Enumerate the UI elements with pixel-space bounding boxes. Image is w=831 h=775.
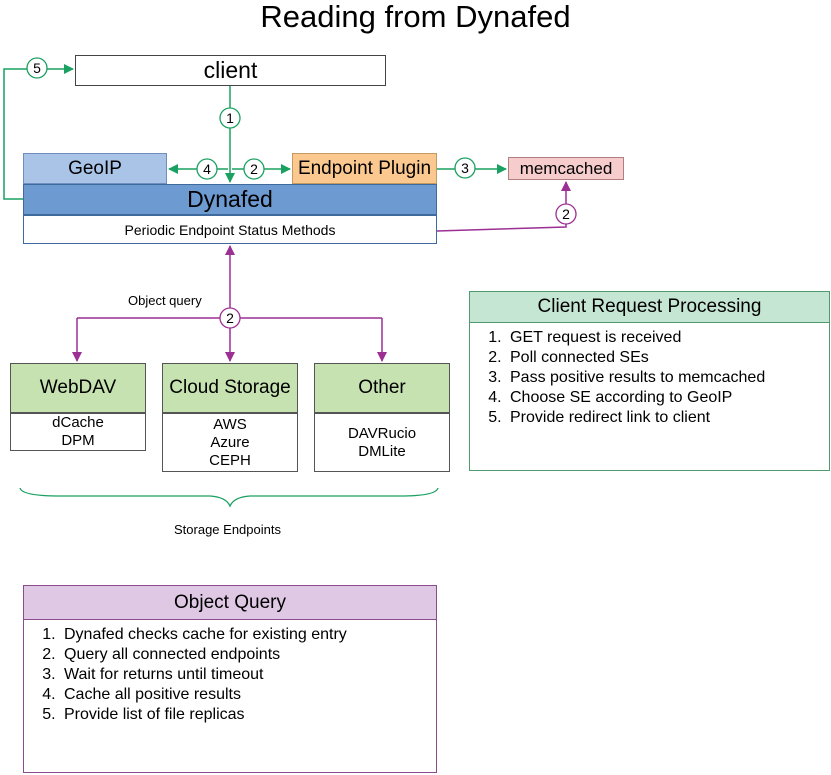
svg-text:4: 4: [203, 161, 211, 177]
crp-step: Poll connected SEs: [506, 348, 829, 368]
memcached-box: memcached: [508, 157, 624, 180]
badge-dynafed-client: 5: [26, 57, 48, 79]
crp-step: GET request is received: [506, 328, 829, 348]
oq-step: Cache all positive results: [60, 685, 436, 705]
cloud-storage-items: AWS Azure CEPH: [162, 413, 298, 472]
page-title: Reading from Dynafed: [260, 0, 571, 34]
cloud-item: AWS: [213, 415, 247, 433]
client-box: client: [75, 55, 386, 86]
other-item: DMLite: [358, 442, 406, 460]
badge-plugin-left: 2: [243, 158, 265, 180]
object-query-label: Object query: [128, 293, 202, 308]
webdav-item: dCache: [52, 414, 104, 431]
svg-text:5: 5: [33, 60, 41, 76]
svg-text:2: 2: [226, 310, 234, 326]
crp-steps: GET request is received Poll connected S…: [469, 323, 830, 471]
other-item: DAVRucio: [347, 424, 417, 442]
crp-step: Choose SE according to GeoIP: [506, 388, 829, 408]
webdav-item: DPM: [61, 432, 95, 449]
badge-geoip-right: 4: [196, 158, 218, 180]
cloud-storage-header: Cloud Storage: [162, 363, 298, 413]
svg-text:1: 1: [226, 110, 234, 126]
webdav-items: dCache DPM: [10, 413, 146, 451]
webdav-header: WebDAV: [10, 363, 146, 413]
other-items: DAVRucio DMLite: [314, 413, 450, 472]
oq-step: Dynafed checks cache for existing entry: [60, 625, 436, 645]
svg-text:2: 2: [250, 161, 258, 177]
dynafed-box: Dynafed: [23, 184, 437, 215]
badge-object-query: 2: [219, 307, 241, 329]
endpoint-plugin-box: Endpoint Plugin: [292, 153, 437, 184]
storage-brace: [19, 487, 439, 508]
svg-text:2: 2: [562, 206, 570, 222]
oq-step: Provide list of file replicas: [60, 705, 436, 725]
badge-plugin-memcached: 3: [454, 157, 476, 179]
crp-step: Pass positive results to memcached: [506, 368, 829, 388]
oq-step: Wait for returns until timeout: [60, 665, 436, 685]
cloud-item: Azure: [210, 433, 250, 451]
svg-text:3: 3: [461, 160, 469, 176]
cloud-item: CEPH: [209, 451, 251, 469]
badge-periodic-memcached: 2: [555, 203, 577, 225]
oq-step: Query all connected endpoints: [60, 645, 436, 665]
badge-client-down: 1: [219, 107, 241, 129]
arrow-periodic-to-memcached: [436, 181, 571, 232]
oq-steps: Dynafed checks cache for existing entry …: [23, 620, 437, 773]
other-header: Other: [314, 363, 450, 413]
periodic-status-box: Periodic Endpoint Status Methods: [23, 215, 437, 244]
crp-step: Provide redirect link to client: [506, 408, 829, 428]
geoip-box: GeoIP: [23, 153, 167, 184]
oq-title: Object Query: [23, 585, 437, 620]
crp-title: Client Request Processing: [469, 291, 830, 323]
storage-endpoints-label: Storage Endpoints: [174, 522, 281, 537]
